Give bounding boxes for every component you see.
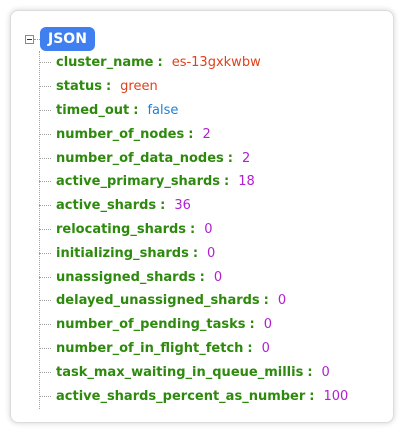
field-colon: : [192, 245, 199, 261]
field-colon: : [190, 221, 196, 237]
field-value: 0 [204, 221, 213, 237]
field-colon: : [247, 340, 253, 356]
field-colon: : [160, 198, 166, 214]
field-value: 0 [263, 317, 272, 333]
field-colon: : [199, 269, 205, 285]
field-value: 0 [213, 269, 223, 285]
tree-connector [34, 38, 40, 40]
field-colon: : [157, 55, 163, 71]
field-value: 0 [207, 245, 216, 261]
field-value: 18 [238, 174, 255, 190]
json-viewer-panel: JSON cluster_name: es-13gxkwbw status: gre… [10, 10, 394, 423]
json-field-row: relocating_shards:0 [39, 218, 348, 242]
field-colon: : [227, 150, 233, 166]
field-key: number_of_in_flight_fetch [56, 340, 244, 356]
field-key: delayed_unassigned_shards [56, 293, 260, 309]
field-colon: : [263, 293, 269, 309]
field-value: 0 [277, 293, 287, 309]
json-field-row: number_of_in_flight_fetch:0 [39, 337, 348, 361]
field-value: es-13gxkwbw [171, 55, 261, 71]
field-key: number_of_nodes [56, 126, 185, 142]
field-value: green [120, 79, 158, 95]
json-field-row: number_of_data_nodes:2 [39, 146, 348, 170]
json-root-row: JSON [25, 27, 95, 51]
field-value: false [147, 102, 179, 118]
field-colon: : [249, 317, 255, 333]
field-value: 2 [202, 126, 211, 142]
json-field-row: active_shards:36 [39, 194, 348, 218]
field-key: number_of_data_nodes [56, 150, 224, 166]
field-key: unassigned_shards [56, 269, 196, 285]
json-field-row: active_primary_shards:18 [39, 170, 348, 194]
field-key: number_of_pending_tasks [56, 317, 246, 333]
field-value: 0 [261, 340, 270, 356]
field-key: active_shards [56, 198, 157, 214]
field-value: 36 [174, 198, 191, 214]
json-field-row: initializing_shards:0 [39, 241, 348, 265]
field-value: 0 [321, 364, 330, 380]
field-key: relocating_shards [56, 221, 187, 237]
field-key: active_primary_shards [56, 174, 221, 190]
field-key: task_max_waiting_in_queue_millis [56, 364, 304, 380]
field-key: active_shards_percent_as_number [56, 388, 306, 404]
field-colon: : [105, 79, 112, 95]
field-value: 100 [323, 388, 349, 404]
json-field-row: number_of_nodes:2 [39, 122, 348, 146]
field-colon: : [224, 174, 230, 190]
json-root-node[interactable]: JSON [40, 27, 95, 51]
field-colon: : [133, 102, 139, 118]
collapse-toggle-icon[interactable] [25, 34, 34, 44]
field-value: 2 [242, 150, 251, 166]
json-field-row: unassigned_shards:0 [39, 265, 348, 289]
json-children-list: cluster_name: es-13gxkwbw status: green ti… [39, 51, 348, 408]
field-colon: : [307, 364, 313, 380]
json-field-row: timed_out: false [39, 99, 348, 123]
json-field-row: task_max_waiting_in_queue_millis:0 [39, 360, 348, 384]
field-key: timed_out [56, 102, 130, 118]
json-field-row: status: green [39, 75, 348, 99]
field-key: status [56, 79, 102, 95]
json-field-row: delayed_unassigned_shards:0 [39, 289, 348, 313]
field-colon: : [188, 126, 194, 142]
json-field-row: number_of_pending_tasks:0 [39, 313, 348, 337]
field-key: cluster_name [56, 55, 154, 71]
field-key: initializing_shards [56, 245, 189, 261]
json-field-row: active_shards_percent_as_number:100 [39, 384, 348, 408]
json-field-row: cluster_name: es-13gxkwbw [39, 51, 348, 75]
field-colon: : [309, 388, 315, 404]
